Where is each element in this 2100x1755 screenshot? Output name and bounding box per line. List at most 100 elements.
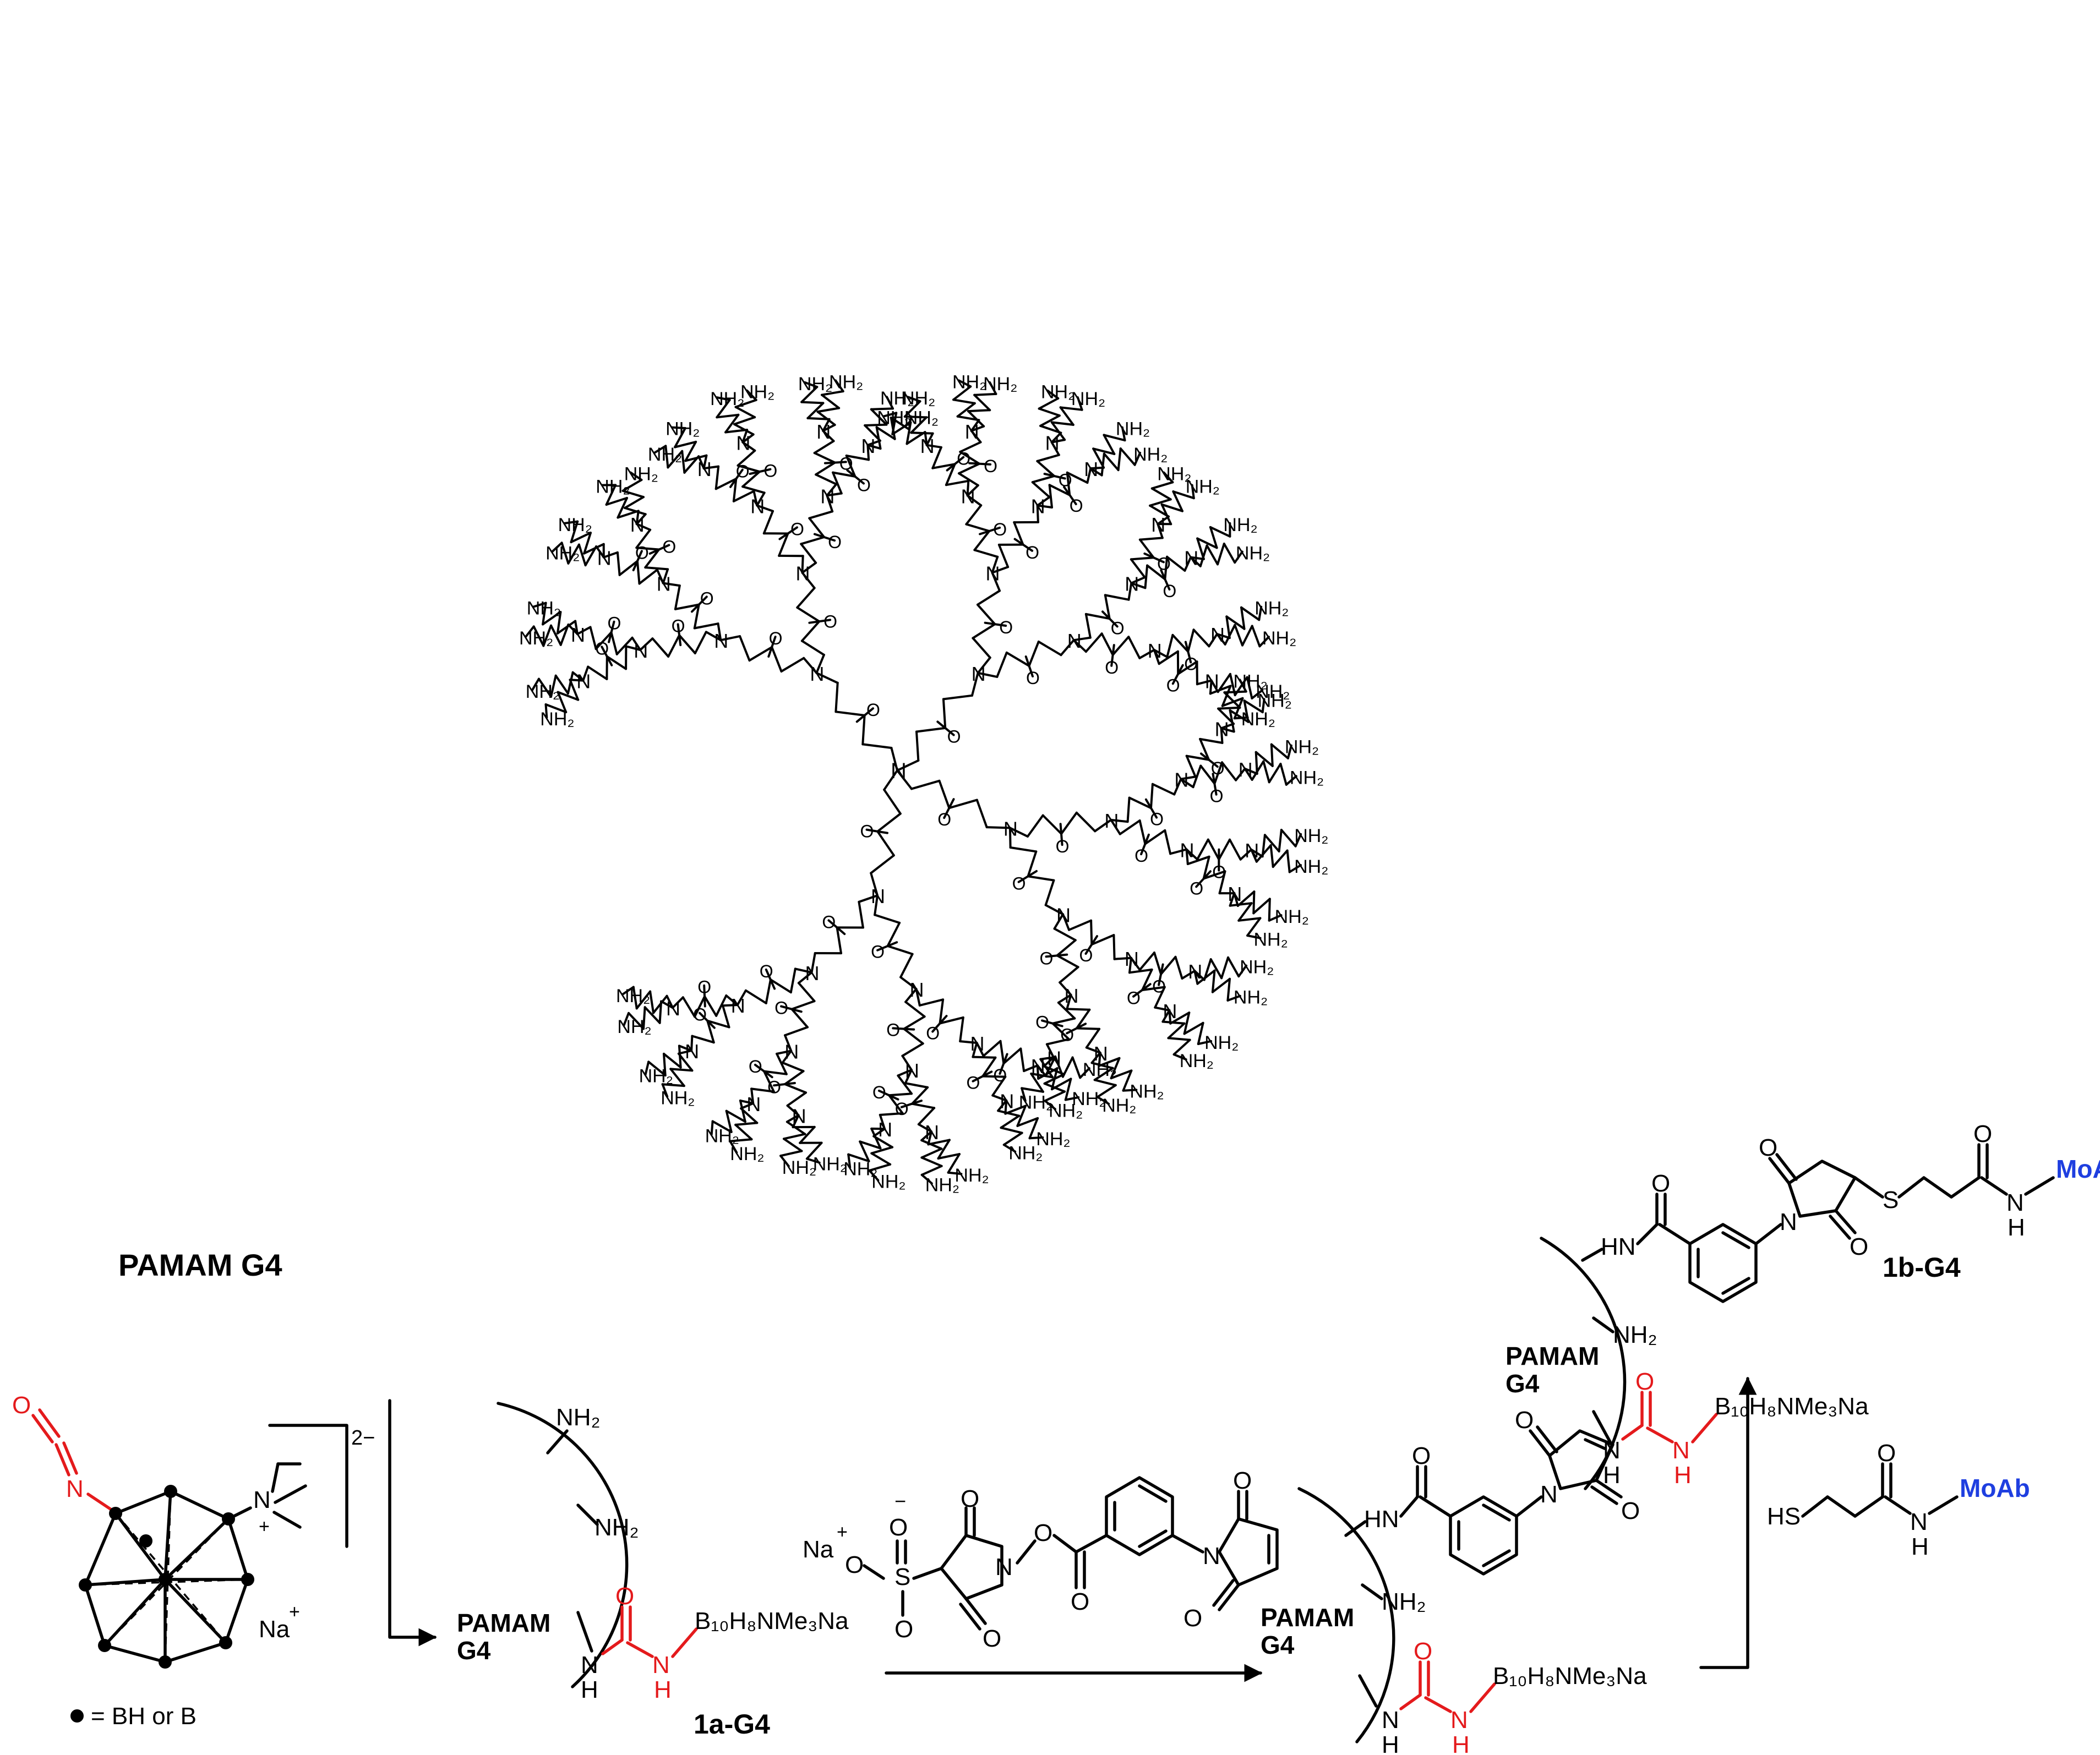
sulfonate-oxygen-anion: O [889,1514,908,1541]
svg-text:NH₂: NH₂ [1071,389,1105,409]
svg-text:O: O [886,1020,900,1040]
ester-oxygen: O [1034,1519,1052,1546]
svg-text:O: O [697,977,711,997]
svg-text:O: O [1105,658,1119,677]
svg-text:O: O [672,616,685,636]
svg-text:NH₂: NH₂ [1008,1143,1043,1164]
svg-text:O: O [1210,786,1224,806]
svg-text:O: O [984,456,997,476]
svg-text:NH₂: NH₂ [1157,464,1191,485]
svg-text:O: O [828,532,842,552]
ammonium-plus: + [259,1516,270,1537]
svg-text:NH₂: NH₂ [617,1016,651,1037]
svg-text:NH₂: NH₂ [1116,419,1150,440]
svg-text:NH₂: NH₂ [624,464,658,485]
svg-text:O: O [1079,945,1093,965]
compound-1b-name: 1b-G4 [1883,1252,1961,1283]
maleimide-oxygen-2: O [1183,1605,1202,1632]
svg-text:NH₂: NH₂ [616,986,650,1007]
red-urea-nitrogen: N [652,1652,670,1679]
svg-text:NH₂: NH₂ [1180,1051,1214,1071]
svg-text:NH₂: NH₂ [829,371,863,392]
svg-text:O: O [1056,837,1070,856]
svg-text:O: O [1060,1025,1074,1045]
urea-carbonyl-oxygen: O [615,1583,634,1610]
svg-text:NH₂: NH₂ [1223,515,1257,535]
svg-text:O: O [857,475,871,495]
svg-text:NH₂: NH₂ [1036,1129,1070,1150]
cage-counterion-charge: + [289,1601,300,1622]
svg-text:O: O [1166,675,1180,695]
svg-text:O: O [967,1073,980,1093]
isocyanate-nitrogen: N [66,1475,84,1502]
svg-text:NH₂: NH₂ [1072,1089,1106,1109]
svg-text:NH₂: NH₂ [843,1158,877,1179]
svg-text:NH₂: NH₂ [519,628,553,649]
ammonium-bond [227,1506,252,1521]
svg-text:NH₂: NH₂ [1102,1095,1136,1116]
maleimide-nitrogen: N [1203,1543,1220,1570]
svg-text:NH₂: NH₂ [1234,671,1268,692]
svg-text:NH₂: NH₂ [1133,444,1168,465]
svg-text:O: O [749,1057,762,1076]
svg-text:NH₂: NH₂ [1083,1059,1117,1080]
svg-text:NH₂: NH₂ [1258,690,1292,711]
svg-text:NH₂: NH₂ [730,1144,764,1164]
linker-counterion-charge: + [837,1522,848,1543]
svg-text:NH₂: NH₂ [1285,737,1319,758]
ester-carbonyl-oxygen: O [1071,1588,1089,1615]
intermediate-urea-h: H [1382,1731,1399,1755]
svg-text:O: O [1040,948,1054,968]
sulfonate-minus: − [894,1490,906,1512]
svg-text:O: O [1026,668,1040,688]
compound-1b-carbonyl-o: O [1973,1120,1992,1147]
svg-text:NH₂: NH₂ [983,374,1017,395]
svg-text:NH₂: NH₂ [901,388,935,409]
svg-text:NH₂: NH₂ [782,1157,816,1178]
svg-text:NH₂: NH₂ [1204,1032,1239,1053]
svg-text:NH₂: NH₂ [1290,767,1324,788]
sulfonate-oxygen-1: O [845,1551,864,1578]
svg-text:O: O [993,1065,1007,1085]
svg-text:O: O [763,461,777,481]
maleimide-oxygen-1: O [1233,1467,1252,1494]
intermediate-maleimide-o2: O [1621,1497,1640,1524]
intermediate-red-h: H [1452,1731,1470,1755]
svg-text:NH₂: NH₂ [705,1125,739,1146]
thiol-carbonyl-oxygen: O [1877,1440,1896,1467]
thiol-amide-h: H [1911,1533,1929,1560]
svg-text:O: O [1190,878,1203,898]
intermediate-maleimide-n: N [1540,1481,1558,1508]
compound-1b-amide-n2: N [2006,1189,2024,1216]
svg-text:O: O [895,1099,909,1119]
compound-1a-name: 1a-G4 [694,1709,770,1740]
svg-text:NH₂: NH₂ [740,382,774,403]
closo-decaborate-cage [79,1485,254,1669]
svg-text:O: O [872,1082,886,1102]
isocyanate-bond-2 [38,1408,61,1438]
svg-text:NH₂: NH₂ [871,1172,906,1193]
svg-text:NH₂: NH₂ [952,371,986,392]
boron-vertex-legend-dot [70,1709,84,1723]
succinimide-oxygen-2: O [983,1625,1001,1652]
compound-1b-amide-h2: H [2008,1214,2025,1241]
compound-1b-boron-group: B₁₀H₈NMe₃Na [1715,1393,1869,1420]
intermediate-core-line1: PAMAM [1261,1603,1354,1632]
red-urea-hydrogen: H [654,1676,672,1703]
svg-text:NH₂: NH₂ [527,598,561,619]
svg-text:NH₂: NH₂ [526,681,560,702]
svg-text:O: O [1070,496,1083,516]
svg-text:O: O [790,519,804,539]
svg-text:NH₂: NH₂ [1294,856,1328,877]
dendrimer-surface-arc [497,1402,629,1688]
svg-text:O: O [937,810,951,829]
isocyanate-closo-decaborate-reagent: O N [12,1392,375,1730]
intermediate-urea-o: O [1414,1638,1432,1665]
linker-counterion: Na [803,1536,834,1563]
svg-text:O: O [999,617,1013,637]
intermediate-boron-group: B₁₀H₈NMe₃Na [1493,1663,1647,1690]
dendrimer-surface-arc-2 [1297,1487,1395,1743]
arrow-to-1a [388,1399,437,1647]
boron-cluster-group: B₁₀H₈NMe₃Na [695,1608,849,1634]
